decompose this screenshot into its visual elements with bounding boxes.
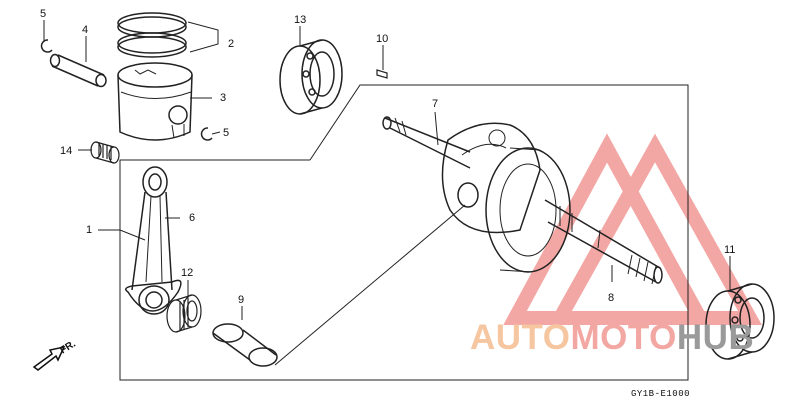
watermark-auto: AUTO bbox=[470, 318, 571, 357]
callout-2-piston-rings: 2 bbox=[228, 38, 235, 50]
callout-13-bearing: 13 bbox=[294, 14, 307, 26]
callout-6-con-rod: 6 bbox=[189, 212, 196, 224]
bearing-11 bbox=[705, 283, 775, 360]
callout-11-bearing: 11 bbox=[724, 244, 736, 256]
watermark-triangle-logo bbox=[503, 133, 762, 325]
callout-5-clip-upper: 5 bbox=[40, 8, 47, 20]
leader-lines bbox=[43, 20, 731, 320]
piston-pin-clip-lower bbox=[200, 127, 213, 141]
piston-pin-clip-upper bbox=[40, 39, 53, 53]
front-direction-arrow-icon bbox=[32, 345, 66, 371]
watermark-text: AUTOMOTOHUB bbox=[470, 318, 754, 358]
callout-9-crank-pin: 9 bbox=[238, 294, 245, 306]
callout-3-piston: 3 bbox=[220, 92, 227, 104]
piston bbox=[117, 62, 193, 141]
callout-5-clip-lower: 5 bbox=[223, 127, 230, 139]
callout-14-needle-bearing: 14 bbox=[60, 145, 73, 157]
bearing-13 bbox=[279, 39, 343, 115]
callout-7-crankshaft: 7 bbox=[432, 98, 439, 110]
callout-10-key: 10 bbox=[376, 33, 389, 45]
callout-1-assembly: 1 bbox=[86, 224, 93, 236]
connecting-rod bbox=[125, 166, 182, 315]
woodruff-key bbox=[376, 69, 388, 79]
diagram-code: GY1B-E1000 bbox=[630, 389, 690, 399]
big-end-needle-bearing bbox=[166, 294, 202, 333]
small-end-needle-bearing bbox=[90, 141, 120, 164]
callout-8-right-shaft: 8 bbox=[608, 292, 615, 304]
callout-4-piston-pin: 4 bbox=[82, 24, 89, 36]
piston-rings bbox=[117, 12, 187, 58]
watermark-hub: HUB bbox=[676, 318, 755, 357]
crank-pin bbox=[212, 204, 466, 367]
callout-12-needle-bearing: 12 bbox=[181, 267, 194, 279]
watermark-moto: MOTO bbox=[570, 318, 677, 357]
assembly-outline bbox=[119, 84, 689, 381]
piston-pin bbox=[49, 53, 107, 88]
crankshaft bbox=[382, 116, 663, 285]
